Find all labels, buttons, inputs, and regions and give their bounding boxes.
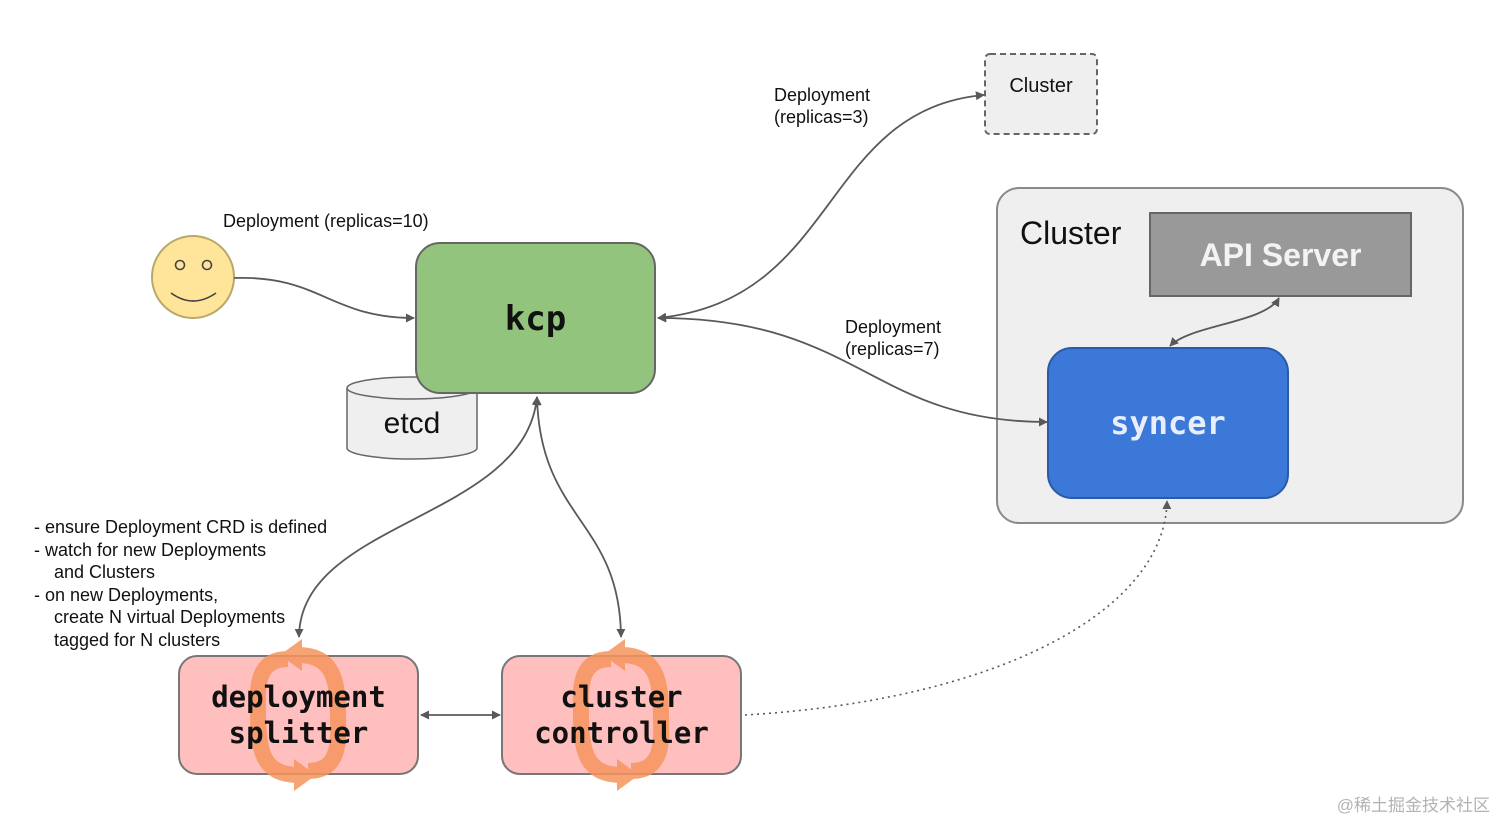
edge-user-to-kcp xyxy=(233,277,415,323)
edge-controller-to-syncer xyxy=(744,500,1172,716)
watermark: @稀土掘金技术社区 xyxy=(1336,796,1490,815)
remote-cluster-box xyxy=(984,53,1098,135)
syncer-label: syncer xyxy=(1110,404,1226,442)
deployment-splitter-label: deployment splitter xyxy=(211,680,386,750)
etcd-label: etcd xyxy=(383,407,441,440)
edge-syncer-to-api-server xyxy=(1169,297,1280,347)
api-server-label: API Server xyxy=(1199,237,1362,273)
edge-kcp-to-cluster-controller xyxy=(532,396,626,638)
circular-arrows-icon xyxy=(249,639,347,791)
api-server-box xyxy=(1149,212,1412,297)
edge-kcp-to-remote-cluster xyxy=(657,91,985,322)
splitter-notes: - ensure Deployment CRD is defined - wat… xyxy=(34,517,328,650)
remote-cluster-label: Cluster xyxy=(1009,75,1073,97)
user-to-kcp-edge-label: Deployment (replicas=10) xyxy=(223,211,429,231)
kcp-to-remote-cluster-edge-label: Deployment (replicas=3) xyxy=(774,85,871,127)
kcp-label: kcp xyxy=(504,299,567,339)
smiley-face-icon xyxy=(151,235,235,319)
edge-kcp-to-deployment-splitter xyxy=(294,396,541,638)
syncer-box xyxy=(1047,347,1289,499)
kcp-to-syncer-edge-label: Deployment (replicas=7) xyxy=(845,317,942,359)
kcp-box xyxy=(415,242,656,394)
edge-kcp-to-syncer xyxy=(657,313,1048,427)
cluster-controller-label: cluster controller xyxy=(534,680,709,750)
local-cluster-label: Cluster xyxy=(1020,215,1122,251)
circular-arrows-icon xyxy=(572,639,670,791)
